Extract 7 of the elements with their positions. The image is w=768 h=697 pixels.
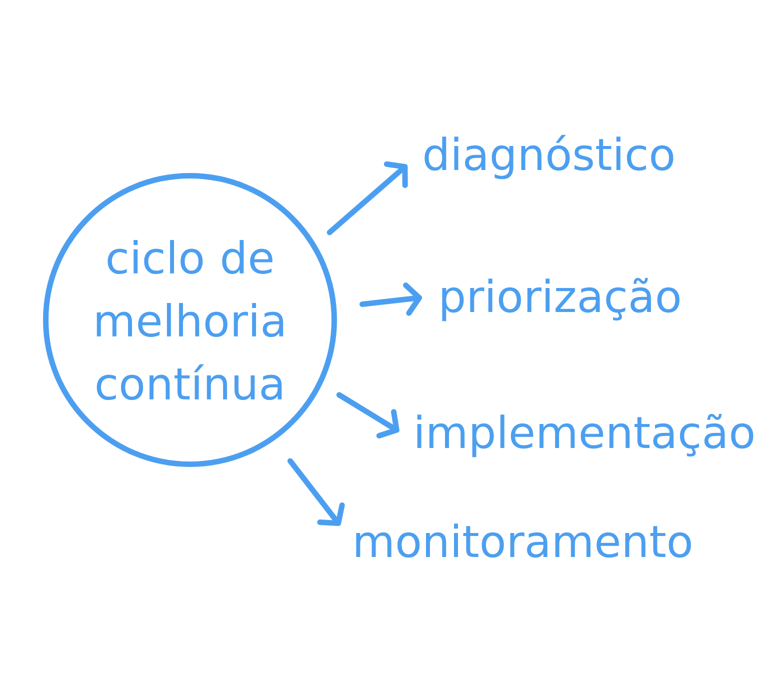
step-label: diagnóstico <box>424 134 674 180</box>
step-label: implementação <box>417 414 754 458</box>
step-label: monitoramento <box>356 524 691 558</box>
step-label: priorização <box>442 278 680 322</box>
arrow <box>287 458 345 526</box>
arrow <box>326 161 408 236</box>
arrow <box>336 392 400 438</box>
